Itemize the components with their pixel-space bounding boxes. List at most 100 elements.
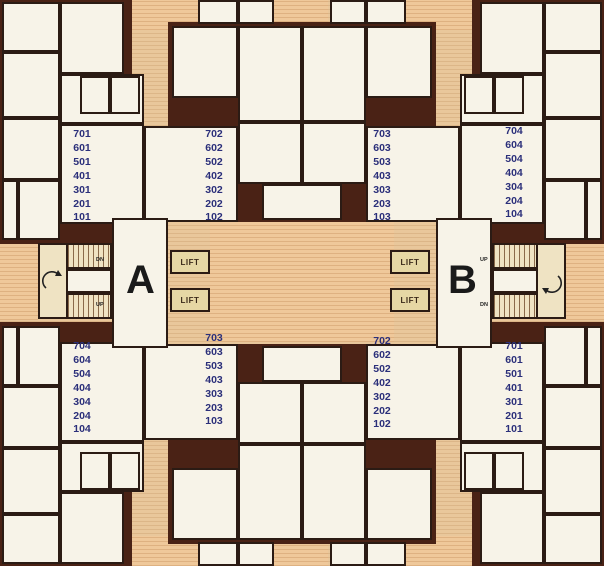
room	[460, 124, 544, 224]
room	[238, 0, 274, 24]
room	[238, 26, 302, 122]
flat-number: 203	[205, 401, 223, 414]
room	[544, 448, 602, 514]
tower-label-a: A	[126, 258, 155, 302]
room	[330, 0, 366, 24]
room	[110, 76, 140, 114]
room	[2, 448, 60, 514]
flat-number: 302	[205, 183, 223, 196]
flat-number: 602	[205, 141, 223, 154]
flat-number: 404	[73, 381, 91, 394]
flat-number: 302	[373, 390, 391, 403]
flat-stack-nw-inner: 702 602 502 402 302 202 102	[196, 128, 232, 225]
flat-stack-se-outer: 701 601 501 401 301 201 101	[496, 340, 532, 437]
room	[2, 326, 18, 386]
room	[366, 542, 406, 566]
flat-number: 503	[205, 359, 223, 372]
flat-number: 401	[73, 169, 91, 182]
room	[2, 52, 60, 118]
room	[366, 468, 432, 540]
flat-number: 201	[505, 409, 523, 422]
room	[586, 180, 602, 240]
lobby-wing-a	[112, 218, 168, 348]
flat-stack-se-inner: 702 602 502 402 302 202 102	[364, 335, 400, 432]
room	[80, 76, 110, 114]
flat-number: 503	[373, 155, 391, 168]
flat-number: 704	[505, 125, 523, 137]
room	[172, 468, 238, 540]
flat-number: 101	[505, 423, 523, 436]
staircase-wing-b-lower	[492, 293, 538, 319]
room	[302, 26, 366, 122]
room	[464, 452, 494, 490]
room	[544, 386, 602, 448]
flat-number: 702	[205, 128, 223, 140]
flat-number: 504	[505, 152, 523, 165]
room	[2, 118, 60, 180]
room	[172, 26, 238, 98]
terrace-central-corridor	[210, 222, 394, 342]
room	[18, 326, 60, 386]
flat-stack-nw-outer: 701 601 501 401 301 201 101	[64, 128, 100, 225]
flat-number: 504	[73, 367, 91, 380]
flat-stack-sw-outer: 704 604 504 404 304 204 104	[64, 340, 100, 437]
staircase-wing-a-lower	[66, 293, 112, 319]
room	[544, 2, 602, 52]
flat-stack-ne-outer: 704 604 504 404 304 204 104	[496, 125, 532, 222]
flat-number: 702	[373, 335, 391, 347]
stair-well-wing-a	[66, 269, 112, 293]
flat-number: 601	[73, 141, 91, 154]
lift-label: LIFT	[400, 257, 420, 267]
flat-number: 103	[373, 211, 391, 224]
room	[366, 344, 460, 440]
flat-number: 402	[373, 376, 391, 389]
room	[302, 382, 366, 444]
room	[460, 342, 544, 442]
flat-number: 101	[73, 211, 91, 224]
flat-number: 204	[73, 409, 91, 422]
flat-number: 204	[505, 194, 523, 207]
lift-label: LIFT	[400, 295, 420, 305]
room	[544, 326, 586, 386]
terrace-left-edge	[0, 240, 38, 320]
lift-wing-a-1: LIFT	[170, 250, 210, 274]
flat-number: 104	[73, 423, 91, 436]
room	[198, 542, 238, 566]
flat-number: 603	[205, 345, 223, 358]
flat-number: 103	[205, 415, 223, 428]
lift-wing-b-2: LIFT	[390, 288, 430, 312]
room	[262, 184, 342, 220]
room	[238, 382, 302, 444]
room	[366, 26, 432, 98]
room	[60, 492, 124, 564]
room	[366, 126, 460, 222]
flat-number: 301	[505, 395, 523, 408]
flat-number: 402	[205, 169, 223, 182]
flat-number: 701	[73, 128, 91, 140]
room	[2, 180, 18, 240]
room	[238, 542, 274, 566]
flat-number: 604	[73, 353, 91, 366]
room	[330, 542, 366, 566]
flat-number: 703	[373, 128, 391, 140]
flat-number: 603	[373, 141, 391, 154]
room	[544, 52, 602, 118]
room	[110, 452, 140, 490]
flat-number: 502	[373, 362, 391, 375]
room	[366, 0, 406, 24]
stair-well-wing-b	[492, 269, 538, 293]
flat-number: 303	[373, 183, 391, 196]
flat-number: 304	[505, 180, 523, 193]
staircase-wing-b-upper	[492, 243, 538, 269]
room	[18, 180, 60, 240]
flat-number: 201	[73, 197, 91, 210]
room	[238, 122, 302, 184]
flat-stack-sw-inner: 703 603 503 403 303 203 103	[196, 332, 232, 429]
room	[60, 2, 124, 74]
room	[80, 452, 110, 490]
flat-number: 404	[505, 166, 523, 179]
flat-number: 403	[373, 169, 391, 182]
room	[198, 0, 238, 24]
flat-number: 301	[73, 183, 91, 196]
room	[480, 2, 544, 74]
